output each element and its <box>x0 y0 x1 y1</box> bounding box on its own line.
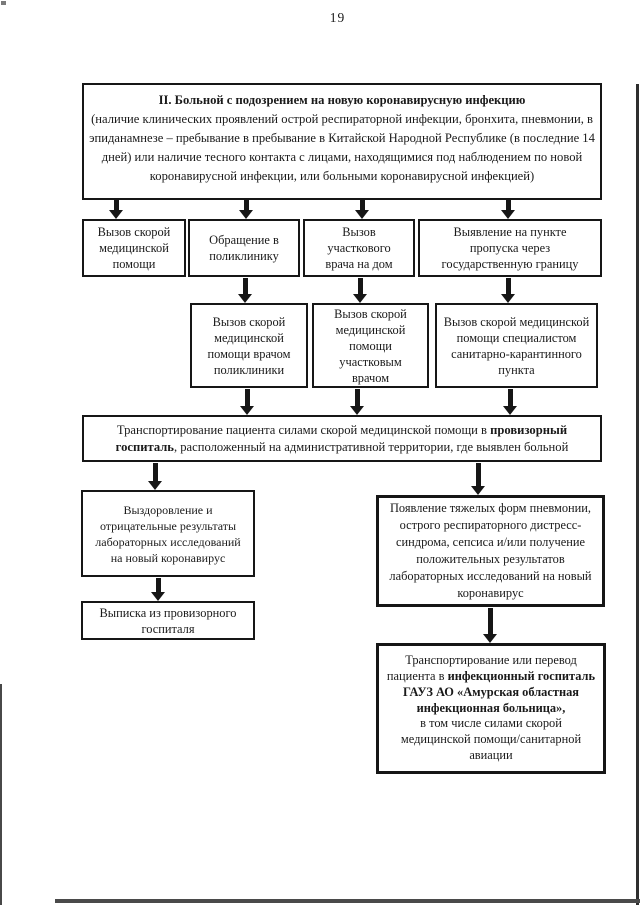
scan-edge-left <box>0 684 2 905</box>
arrow-transport-to-recovery <box>148 463 162 490</box>
node-polyclinic-visit: Обращение в поликлинику <box>188 219 300 277</box>
arrow-district-doctor-to-ambulance <box>353 278 367 303</box>
node-ambulance-by-polyclinic-doctor: Вызов скорой медицинской помощи врачом п… <box>190 303 308 388</box>
scan-edge-bottom <box>55 899 640 903</box>
node-ambulance-by-quarantine-specialist: Вызов скорой медицинской помощи специали… <box>435 303 598 388</box>
arrow-title-to-district-doctor <box>355 200 369 219</box>
node-border-checkpoint-detection: Выявление на пункте пропуска через госуд… <box>418 219 602 277</box>
transport-infectious-post: в том числе силами скорой медицинской по… <box>400 716 582 762</box>
node-recovery-negative-results: Выздоровление и отрицательные результаты… <box>81 490 255 577</box>
arrow-polyclinic-to-ambulance <box>238 278 252 303</box>
node-discharge-provisional: Выписка из провизорного госпиталя <box>81 601 255 640</box>
arrow-district-ambulance-to-transport <box>350 389 364 415</box>
transport-infectious-bold: инфекционный госпиталь ГАУЗ АО «Амурская… <box>403 669 596 715</box>
arrow-title-to-polyclinic-visit <box>239 200 253 219</box>
node-district-doctor-home-call: Вызов участкового врача на дом <box>303 219 415 277</box>
arrow-checkpoint-to-ambulance <box>501 278 515 303</box>
transport-provisional-pre: Транспортирование пациента силами скорой… <box>116 422 491 437</box>
node-ambulance-by-district-doctor: Вызов скорой медицинской помощи участков… <box>312 303 429 388</box>
node-suspected-case-title: II. Больной с подозрением на новую корон… <box>82 83 602 200</box>
arrow-title-to-ambulance-call <box>109 200 123 219</box>
arrow-transport-to-severe-forms <box>471 463 485 495</box>
scan-edge-right <box>636 84 639 905</box>
arrow-title-to-border-checkpoint <box>501 200 515 219</box>
page-number: 19 <box>329 10 346 25</box>
node-transport-infectious-hospital: Транспортирование или перевод пациента в… <box>376 643 606 774</box>
title-heading: II. Больной с подозрением на новую корон… <box>158 93 526 107</box>
arrow-severe-to-infectious-hospital <box>483 608 497 643</box>
arrow-recovery-to-discharge <box>151 578 165 601</box>
node-ambulance-call: Вызов скорой медицинской помощи <box>82 219 186 277</box>
transport-provisional-bold: провизорный госпиталь <box>115 422 568 454</box>
transport-provisional-text: Транспортирование пациента силами скорой… <box>90 422 594 456</box>
arrow-polyclinic-ambulance-to-transport <box>240 389 254 415</box>
node-severe-forms: Появление тяжелых форм пневмонии, острог… <box>376 495 605 607</box>
transport-infectious-pre: Транспортирование или перевод пациента в <box>386 653 577 683</box>
scan-speck-top-left <box>1 1 6 5</box>
title-body: (наличие клинических проявлений острой р… <box>89 112 595 183</box>
node-transport-provisional-hospital: Транспортирование пациента силами скорой… <box>82 415 602 462</box>
transport-infectious-main: Транспортирование или перевод пациента в… <box>385 653 597 716</box>
arrow-quarantine-ambulance-to-transport <box>503 389 517 415</box>
transport-provisional-post: , расположенный на административной терр… <box>173 439 569 454</box>
